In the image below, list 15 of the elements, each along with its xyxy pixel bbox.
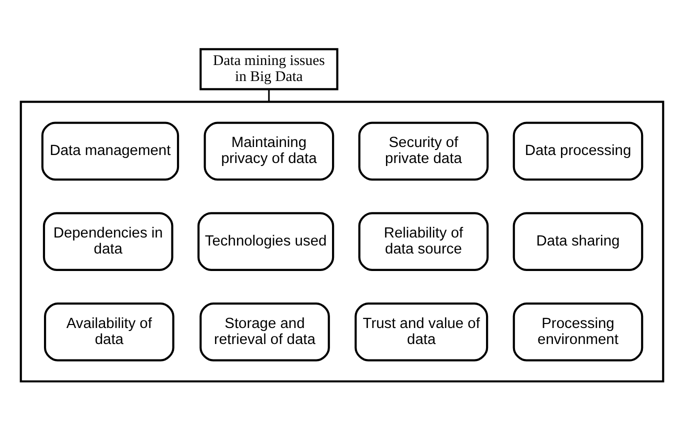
node-box: Data processing xyxy=(512,122,644,181)
connector xyxy=(268,89,270,102)
node-box: Reliability of data source xyxy=(358,212,489,271)
node-box: Data sharing xyxy=(512,212,644,271)
node-box: Storage and retrieval of data xyxy=(200,302,330,362)
node-box: Trust and value of data xyxy=(354,302,488,362)
node-box: Maintaining privacy of data xyxy=(204,122,334,181)
node-box: Security of private data xyxy=(358,122,489,181)
node-box: Technologies used xyxy=(197,212,334,271)
cluster xyxy=(20,100,664,382)
node-box: Data mining issues in Big Data xyxy=(200,48,338,90)
node-box: Dependencies in data xyxy=(42,212,174,271)
node-box: Availability of data xyxy=(44,302,174,362)
node-box: Processing environment xyxy=(512,302,644,362)
node-box: Data management xyxy=(41,122,180,181)
